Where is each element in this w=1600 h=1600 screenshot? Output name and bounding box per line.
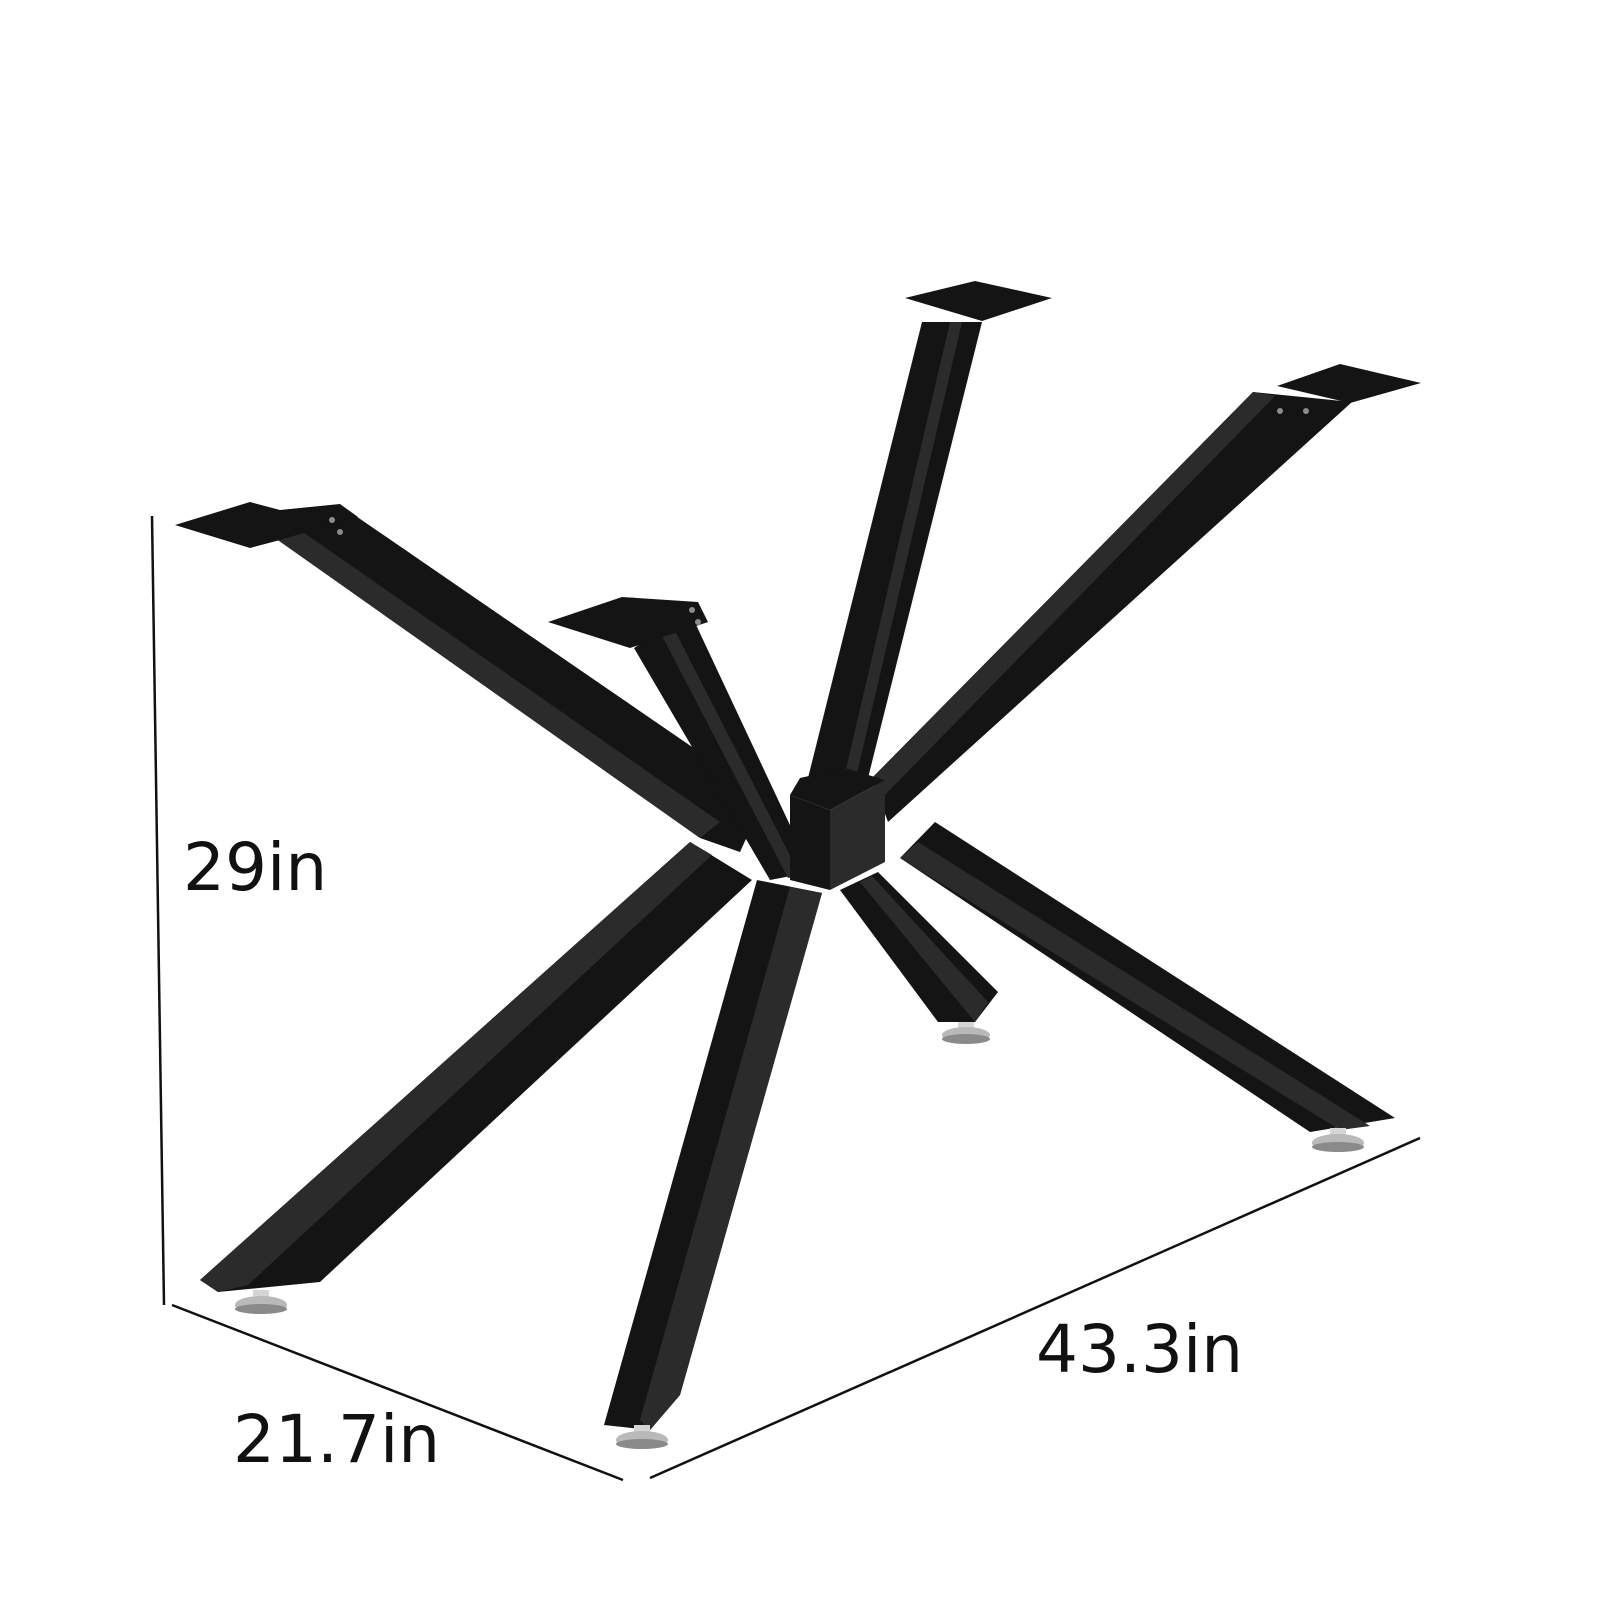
leg-back-right-edge: [872, 392, 1275, 800]
foot-front: [616, 1425, 668, 1449]
leg-back-center-edge: [844, 322, 962, 778]
foot-left-rim: [235, 1304, 287, 1314]
leg-back-right-bar: [872, 392, 1352, 822]
screw-inner-left-2: [695, 619, 701, 625]
hub-right: [830, 780, 885, 890]
leg-inner-right-edge: [860, 876, 988, 1022]
depth-label: 21.7in: [233, 1401, 440, 1478]
plate-inner-left: [548, 597, 708, 648]
foot-left: [235, 1290, 287, 1314]
screw-back-right-2: [1303, 408, 1309, 414]
depth-dimension-line: [171, 1303, 624, 1482]
leg-back-left-edge: [275, 530, 720, 838]
plate-back-center: [905, 281, 1052, 321]
leg-front-left-edge: [200, 842, 712, 1292]
leg-back-right: [872, 364, 1421, 822]
width-dimension-line: [649, 1136, 1421, 1480]
leveling-feet: [235, 1022, 1364, 1449]
screw-back-left-1: [329, 517, 335, 523]
height-dimension-line: [150, 515, 166, 1306]
leg-front-right-bar: [900, 822, 1395, 1132]
leg-front-left: [200, 842, 752, 1292]
dimension-lines: [150, 515, 1421, 1482]
leg-back-left: [175, 502, 765, 852]
center-hub: [790, 768, 885, 890]
plate-back-right: [1277, 364, 1421, 403]
hub-top: [790, 768, 885, 810]
leg-inner-left-edge: [660, 625, 800, 878]
screw-back-right-1: [1277, 408, 1283, 414]
leg-inner-left: [548, 597, 812, 880]
leg-front-right: [900, 822, 1395, 1132]
leg-front-center: [604, 880, 822, 1430]
width-label: 43.3in: [1036, 1311, 1243, 1388]
leg-back-center: [808, 281, 1052, 778]
leg-inner-right: [840, 872, 998, 1022]
leg-front-center-edge: [640, 887, 822, 1430]
screw-inner-left-1: [689, 607, 695, 613]
plate-back-left: [175, 502, 358, 548]
spider-table-base-icon: [175, 281, 1421, 1449]
leg-back-center-bar: [808, 322, 982, 778]
height-label: 29in: [183, 829, 327, 906]
foot-inner-right-rim: [942, 1034, 990, 1044]
foot-right: [1312, 1128, 1364, 1152]
foot-front-rim: [616, 1439, 668, 1449]
foot-right-rim: [1312, 1142, 1364, 1152]
hub-front: [790, 795, 830, 890]
leg-back-left-bar: [275, 512, 765, 852]
foot-inner-right: [942, 1022, 990, 1044]
screw-back-left-2: [337, 529, 343, 535]
leg-front-right-edge: [900, 842, 1370, 1130]
